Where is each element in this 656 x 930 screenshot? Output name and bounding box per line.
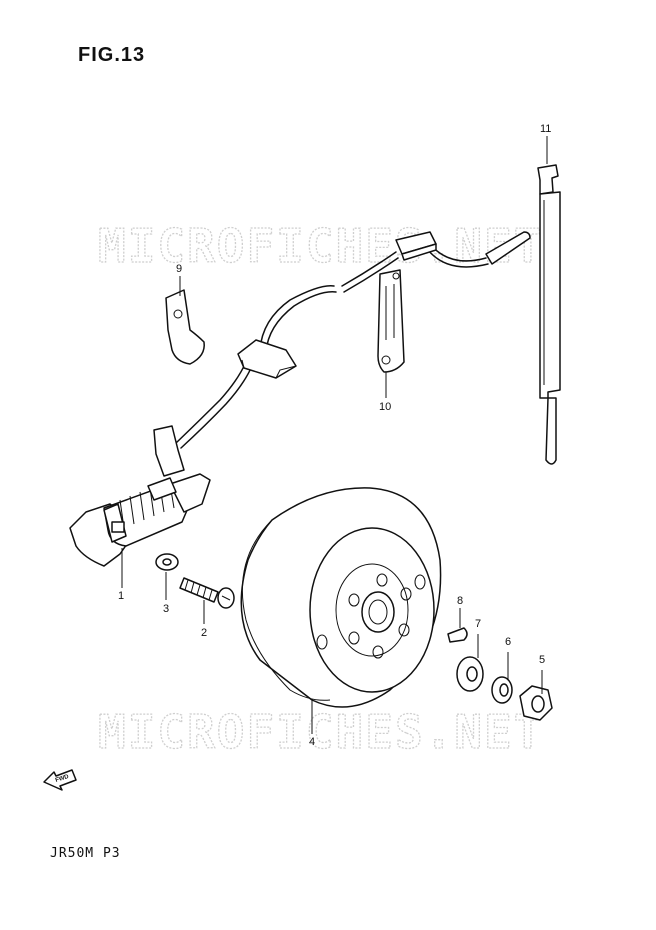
hex-nut xyxy=(519,685,553,721)
screw xyxy=(179,577,235,609)
small-washer xyxy=(155,553,179,571)
leader-lines xyxy=(121,136,548,734)
plain-washer xyxy=(456,656,484,692)
wire-bracket xyxy=(377,269,405,373)
fwd-arrow-icon: FWD xyxy=(43,769,77,791)
lock-washer xyxy=(491,676,513,704)
wire-harness xyxy=(175,231,531,449)
callout-1: 1 xyxy=(118,590,124,602)
watermark-bottom: MICROFICHES.NET xyxy=(98,705,543,759)
wire-clip xyxy=(165,289,205,365)
callout-11: 11 xyxy=(540,123,551,135)
woodruff-key xyxy=(447,627,468,643)
callout-4: 4 xyxy=(309,736,315,748)
figure-title: FIG.13 xyxy=(78,44,146,66)
strap-band xyxy=(537,164,561,465)
callout-9: 9 xyxy=(176,263,182,275)
fwd-label: FWD xyxy=(55,774,70,784)
callout-6: 6 xyxy=(505,636,511,648)
flywheel-rotor xyxy=(240,487,442,708)
callout-7: 7 xyxy=(475,618,481,630)
model-code: JR50M P3 xyxy=(50,846,121,861)
watermark-top: MICROFICHES.NET xyxy=(98,219,543,273)
callout-2: 2 xyxy=(201,627,207,639)
callout-5: 5 xyxy=(539,654,545,666)
callout-10: 10 xyxy=(379,401,391,413)
pickup-coil xyxy=(69,425,211,567)
callout-3: 3 xyxy=(163,603,169,615)
callout-8: 8 xyxy=(457,595,463,607)
